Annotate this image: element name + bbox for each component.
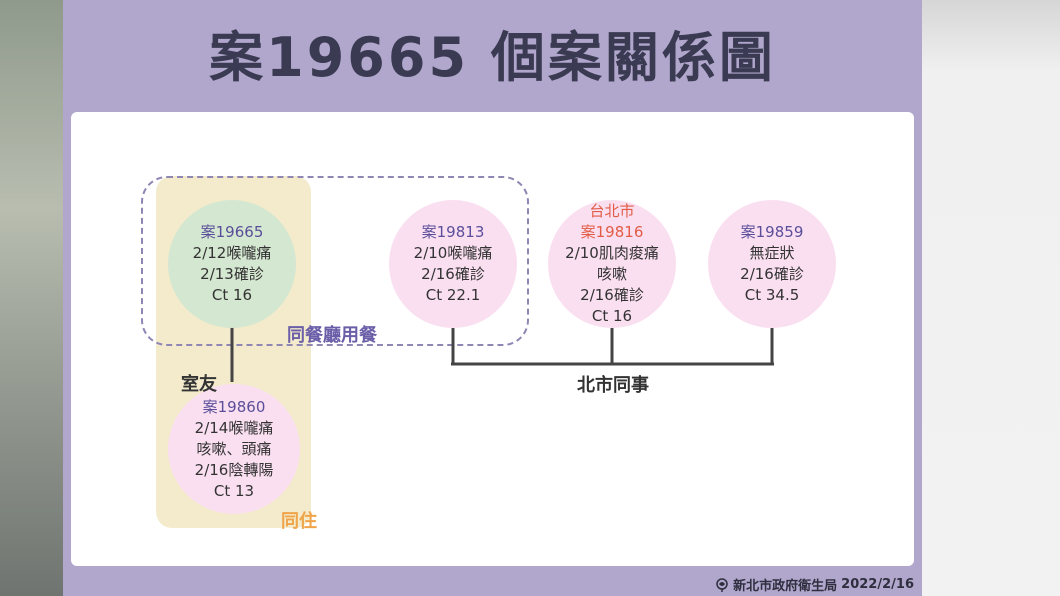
restaurant-group-box xyxy=(141,176,529,346)
case-id: 案19859 xyxy=(740,223,804,241)
case-id: 案19813 xyxy=(421,223,485,241)
case-detail: 咳嗽 xyxy=(596,265,627,283)
case-detail: 2/13確診 xyxy=(200,265,264,283)
case-detail: 2/12喉嚨痛 xyxy=(192,244,272,262)
case-detail: 2/16確診 xyxy=(421,265,485,283)
case-detail: 2/16確診 xyxy=(580,286,644,304)
health-bureau-logo-icon xyxy=(716,577,728,592)
cohabit-label: 同住 xyxy=(281,511,317,532)
case-node-19860: 案19860 2/14喉嚨痛 咳嗽、頭痛 2/16陰轉陽 Ct 13 xyxy=(168,384,300,514)
case-detail: Ct 22.1 xyxy=(425,286,481,304)
page-title: 案19665 個案關係圖 xyxy=(209,26,776,89)
case-id: 案19860 xyxy=(202,397,266,416)
case-detail: Ct 16 xyxy=(591,307,633,325)
restaurant-label: 同餐廳用餐 xyxy=(287,325,377,346)
slide: 案19665 個案關係圖 案19665 2/12喉嚨痛 2/13確診 Ct 16… xyxy=(63,0,922,596)
case-node-19859: 案19859 無症狀 2/16確診 Ct 34.5 xyxy=(708,200,836,328)
case-node-19813: 案19813 2/10喉嚨痛 2/16確診 Ct 22.1 xyxy=(389,200,517,328)
case-detail: Ct 34.5 xyxy=(744,286,800,304)
case-id: 案19816 xyxy=(580,223,644,241)
footer: 新北市政府衛生局 2022/2/16 xyxy=(715,575,914,594)
colleagues-label: 北市同事 xyxy=(577,375,649,396)
case-detail: 咳嗽、頭痛 xyxy=(196,439,272,458)
case-detail: Ct 16 xyxy=(211,286,253,304)
roommate-label: 室友 xyxy=(181,374,217,395)
case-node-19665: 案19665 2/12喉嚨痛 2/13確診 Ct 16 xyxy=(168,200,296,328)
case-detail: 2/14喉嚨痛 xyxy=(194,418,274,437)
footer-date: 2022/2/16 xyxy=(841,577,914,592)
case-detail: 2/16確診 xyxy=(740,265,804,283)
case-city: 台北市 xyxy=(589,202,635,220)
case-detail: Ct 13 xyxy=(213,481,255,500)
case-node-19816: 台北市 案19816 2/10肌肉痠痛 咳嗽 2/16確診 Ct 16 xyxy=(548,200,676,328)
connector-lines xyxy=(230,327,774,382)
case-detail: 2/16陰轉陽 xyxy=(194,460,274,479)
background-left-edge xyxy=(0,0,63,596)
case-detail: 2/10喉嚨痛 xyxy=(413,244,493,262)
footer-org: 新北市政府衛生局 xyxy=(733,579,838,594)
case-detail: 2/10肌肉痠痛 xyxy=(565,244,659,262)
case-detail: 無症狀 xyxy=(749,244,795,262)
background-right-edge xyxy=(922,0,1060,596)
case-id: 案19665 xyxy=(200,223,264,241)
diagram-panel: 案19665 2/12喉嚨痛 2/13確診 Ct 16 案19813 2/10喉… xyxy=(71,112,914,566)
